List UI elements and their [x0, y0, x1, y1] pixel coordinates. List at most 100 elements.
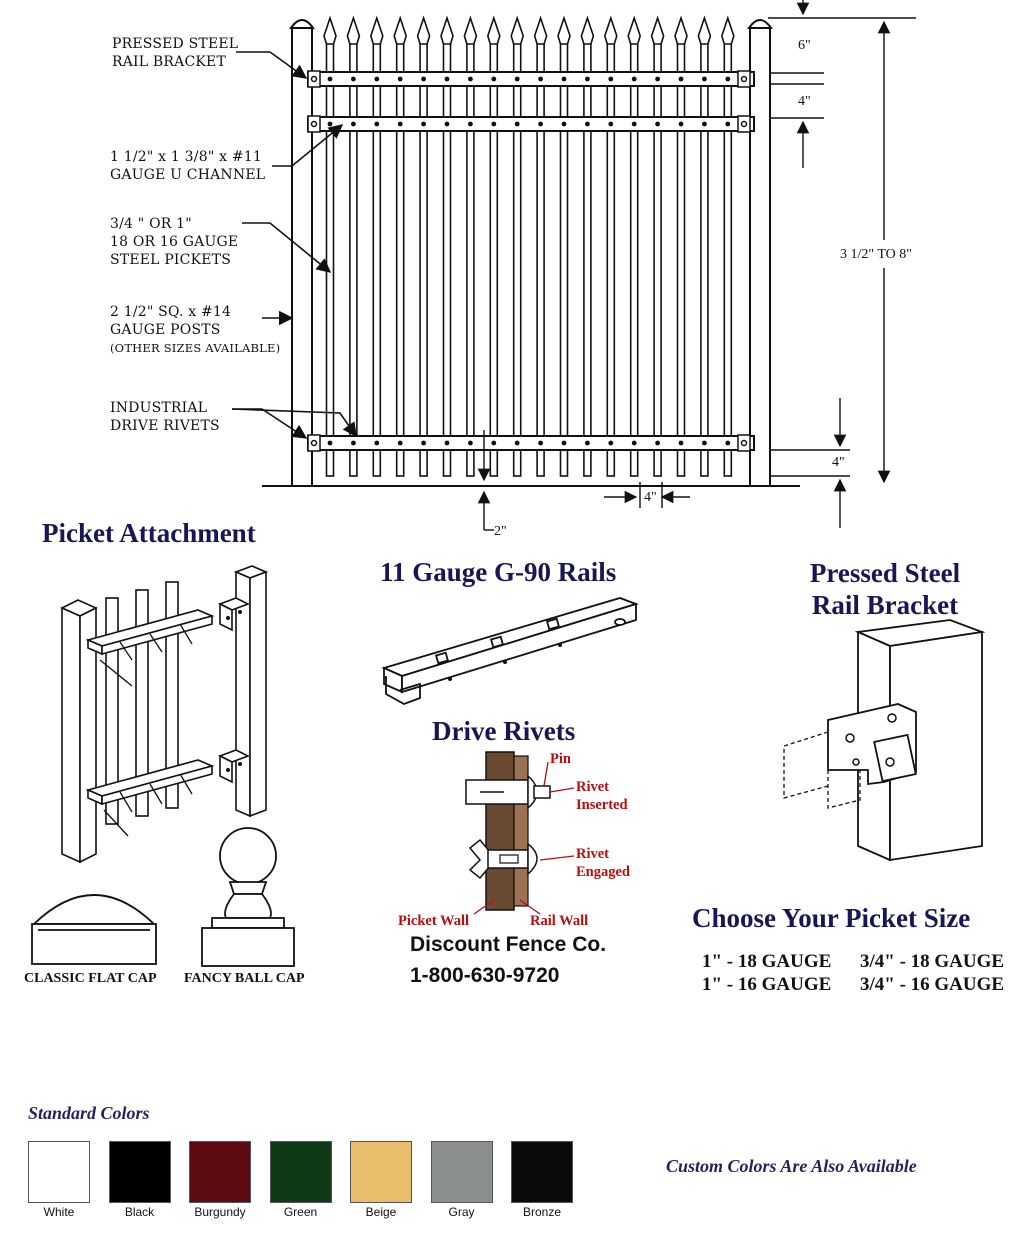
- rivet-dot: [327, 440, 333, 446]
- dim-rail-gap: 4": [798, 94, 811, 109]
- color-swatch-black[interactable]: [108, 1141, 171, 1203]
- rivet-dot: [631, 121, 637, 127]
- rivet-dot: [351, 76, 356, 82]
- rails-title: 11 Gauge G-90 Rails: [380, 557, 617, 587]
- right-post: [747, 19, 773, 487]
- color-swatch-label: Burgundy: [194, 1205, 246, 1219]
- color-swatch-beige[interactable]: [350, 1141, 412, 1203]
- picket-spear-tip: [510, 15, 525, 45]
- rail-wall-label: Rail Wall: [530, 913, 589, 929]
- left-post: [289, 19, 315, 487]
- picket: [349, 41, 358, 477]
- rivet-dot: [421, 76, 426, 82]
- rivet-dot: [678, 440, 684, 446]
- dim-top-spacing: 6": [798, 38, 811, 53]
- picket-spear-tip: [346, 15, 361, 45]
- picket-spear-tip: [486, 15, 501, 45]
- picket-spear-tip: [416, 15, 431, 45]
- color-swatch-white[interactable]: [28, 1141, 90, 1203]
- picket-spear-tip: [720, 15, 735, 45]
- rivet-dot: [491, 121, 497, 127]
- picket: [466, 41, 475, 477]
- rivet-dot: [608, 440, 614, 446]
- picket-attachment-title: Picket Attachment: [42, 518, 256, 548]
- rivet-dot: [702, 76, 707, 82]
- color-swatch-burgundy[interactable]: [189, 1141, 251, 1203]
- rivet-dot: [561, 76, 567, 82]
- picket: [559, 41, 569, 477]
- picket-spear-tip: [463, 15, 478, 45]
- dim-picket-spacing: 4": [644, 490, 657, 505]
- fancy-ball-cap-drawing: [201, 827, 295, 967]
- rivet-inserted-line1: Rivet: [576, 779, 610, 795]
- rivet-dot: [421, 440, 426, 446]
- color-swatch-label: White: [43, 1205, 75, 1219]
- rivet-dot: [538, 121, 543, 127]
- rivet-dot: [702, 121, 707, 127]
- rivets-label-line1: INDUSTRIAL: [110, 400, 208, 416]
- channel-label-line2: GAUGE U CHANNEL: [110, 167, 266, 183]
- rivet-dot: [397, 440, 403, 446]
- picket-spear-tip: [393, 15, 408, 45]
- bracket-label-line2: RAIL BRACKET: [112, 54, 226, 70]
- picket: [676, 41, 686, 477]
- picket: [419, 41, 428, 477]
- picket-size-option: 3/4" - 18 GAUGE: [860, 951, 1005, 972]
- rivet-dot: [397, 76, 403, 82]
- rivet-dot: [351, 440, 356, 446]
- g90-rail-drawing: [381, 597, 639, 705]
- fancy-ball-cap-label: FANCY BALL CAP: [184, 971, 305, 986]
- rivet-dot: [725, 440, 731, 446]
- dim-height-range: 3 1/2" TO 8": [840, 247, 912, 262]
- picket: [395, 41, 405, 477]
- picket-wall-label: Picket Wall: [398, 913, 470, 929]
- rivet-dot: [514, 121, 520, 127]
- rivet-dot: [631, 76, 637, 82]
- posts-label-line3: (OTHER SIZES AVAILABLE): [110, 341, 281, 355]
- rivet-dot: [608, 121, 614, 127]
- color-swatch-label: Gray: [448, 1205, 475, 1219]
- rivet-dot: [374, 76, 380, 82]
- color-swatch-gray[interactable]: [430, 1141, 493, 1203]
- dim-bottom-spacing: 4": [832, 455, 845, 470]
- company-phone[interactable]: 1-800-630-9720: [410, 964, 560, 987]
- picket-spear-tip: [674, 15, 688, 45]
- classic-flat-cap-label: CLASSIC FLAT CAP: [24, 971, 157, 986]
- rivet-dot: [491, 440, 497, 446]
- picket-spear-tip: [557, 15, 571, 45]
- rivet-dot: [585, 440, 590, 446]
- bracket-label-line1: PRESSED STEEL: [112, 36, 239, 52]
- fence-panel-drawing: [231, 0, 916, 531]
- picket: [325, 41, 335, 477]
- picket-spear-tip: [533, 15, 548, 45]
- rivet-dot: [561, 440, 567, 446]
- posts-label-line1: 2 1/2" SQ. x #14: [110, 304, 232, 320]
- standard-colors-title: Standard Colors: [28, 1103, 150, 1123]
- color-swatch-label: Bronze: [522, 1205, 562, 1219]
- picket-size-option: 1" - 16 GAUGE: [702, 974, 832, 995]
- rivet-dot: [655, 440, 660, 446]
- picket-spear-tip: [369, 15, 384, 45]
- rivet-dot: [444, 121, 450, 127]
- color-swatch-bronze[interactable]: [511, 1141, 573, 1203]
- picket: [536, 41, 545, 477]
- rivet-inserted-line2: Inserted: [576, 797, 628, 813]
- picket-spear-tip: [650, 15, 665, 45]
- color-swatch-green[interactable]: [269, 1141, 332, 1203]
- rivet-dot: [444, 76, 450, 82]
- picket: [512, 41, 522, 477]
- picket-spear-tip: [323, 15, 337, 45]
- picket: [442, 41, 452, 477]
- rivet-dot: [351, 121, 356, 127]
- rivet-dot: [444, 440, 450, 446]
- picket: [489, 41, 499, 477]
- picket-spear-tip: [627, 15, 642, 45]
- color-swatch-label: Green: [283, 1205, 318, 1219]
- picket-size-title: Choose Your Picket Size: [692, 903, 971, 933]
- rivet-dot: [397, 121, 403, 127]
- picket: [629, 41, 639, 477]
- rivet-dot: [538, 440, 543, 446]
- picket: [700, 41, 709, 477]
- bracket-title-line2: Rail Bracket: [811, 590, 959, 620]
- custom-colors-note: Custom Colors Are Also Available: [666, 1156, 917, 1176]
